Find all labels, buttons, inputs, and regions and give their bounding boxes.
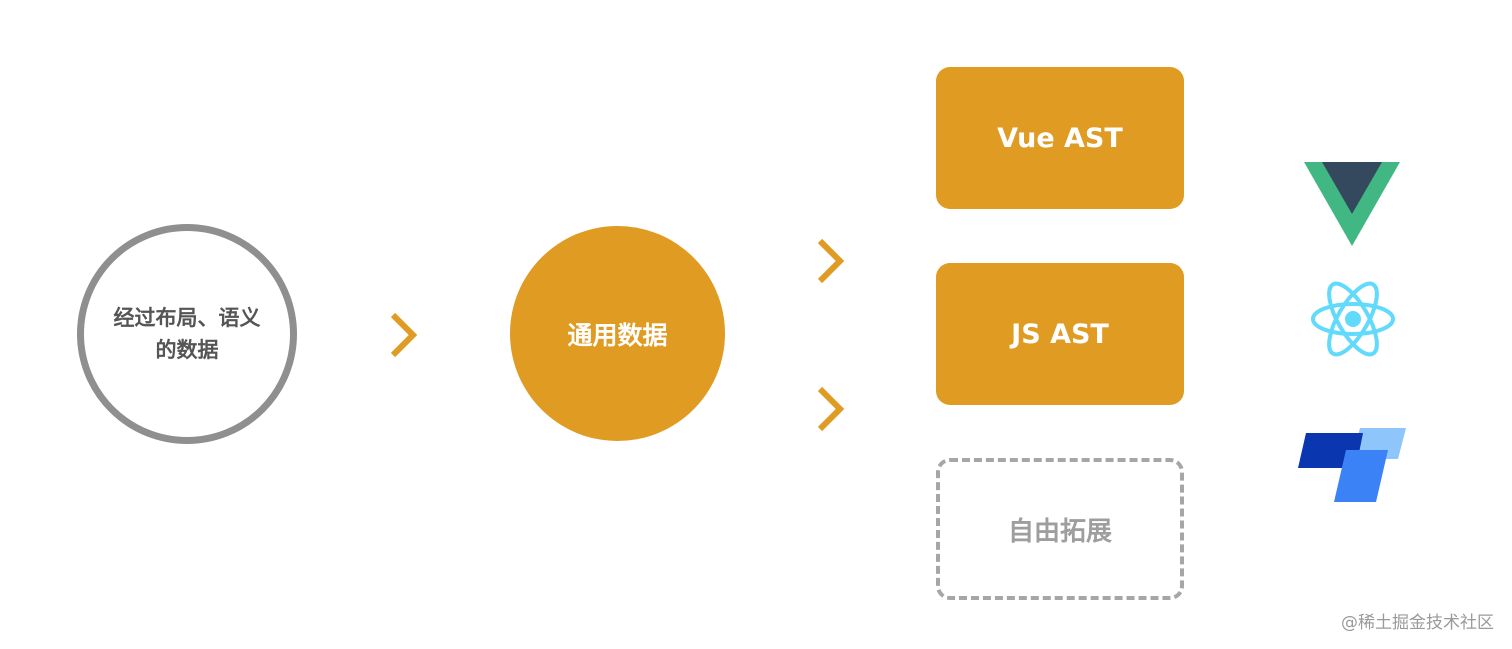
vue-ast-label: Vue AST — [997, 122, 1123, 154]
source-data-label: 经过布局、语义 的数据 — [102, 302, 272, 366]
react-logo-icon — [1311, 281, 1395, 357]
common-data-node: 通用数据 — [510, 226, 725, 441]
free-extension-box: 自由拓展 — [936, 458, 1184, 600]
watermark: @稀土掘金技术社区 — [1341, 613, 1494, 633]
chevron-right-icon — [817, 386, 845, 432]
source-label-line1: 经过布局、语义 — [113, 306, 261, 330]
chevron-right-icon — [817, 238, 845, 284]
js-ast-box: JS AST — [936, 263, 1184, 405]
vue-logo-icon — [1304, 162, 1400, 246]
taro-logo-icon — [1298, 428, 1406, 502]
free-extension-label: 自由拓展 — [1007, 516, 1112, 547]
chevron-right-icon — [390, 312, 418, 358]
js-ast-label: JS AST — [1011, 318, 1109, 350]
common-data-label: 通用数据 — [567, 320, 668, 350]
vue-ast-box: Vue AST — [936, 67, 1184, 209]
source-data-node: 经过布局、语义 的数据 — [77, 224, 297, 444]
source-label-line2: 的数据 — [155, 338, 219, 362]
